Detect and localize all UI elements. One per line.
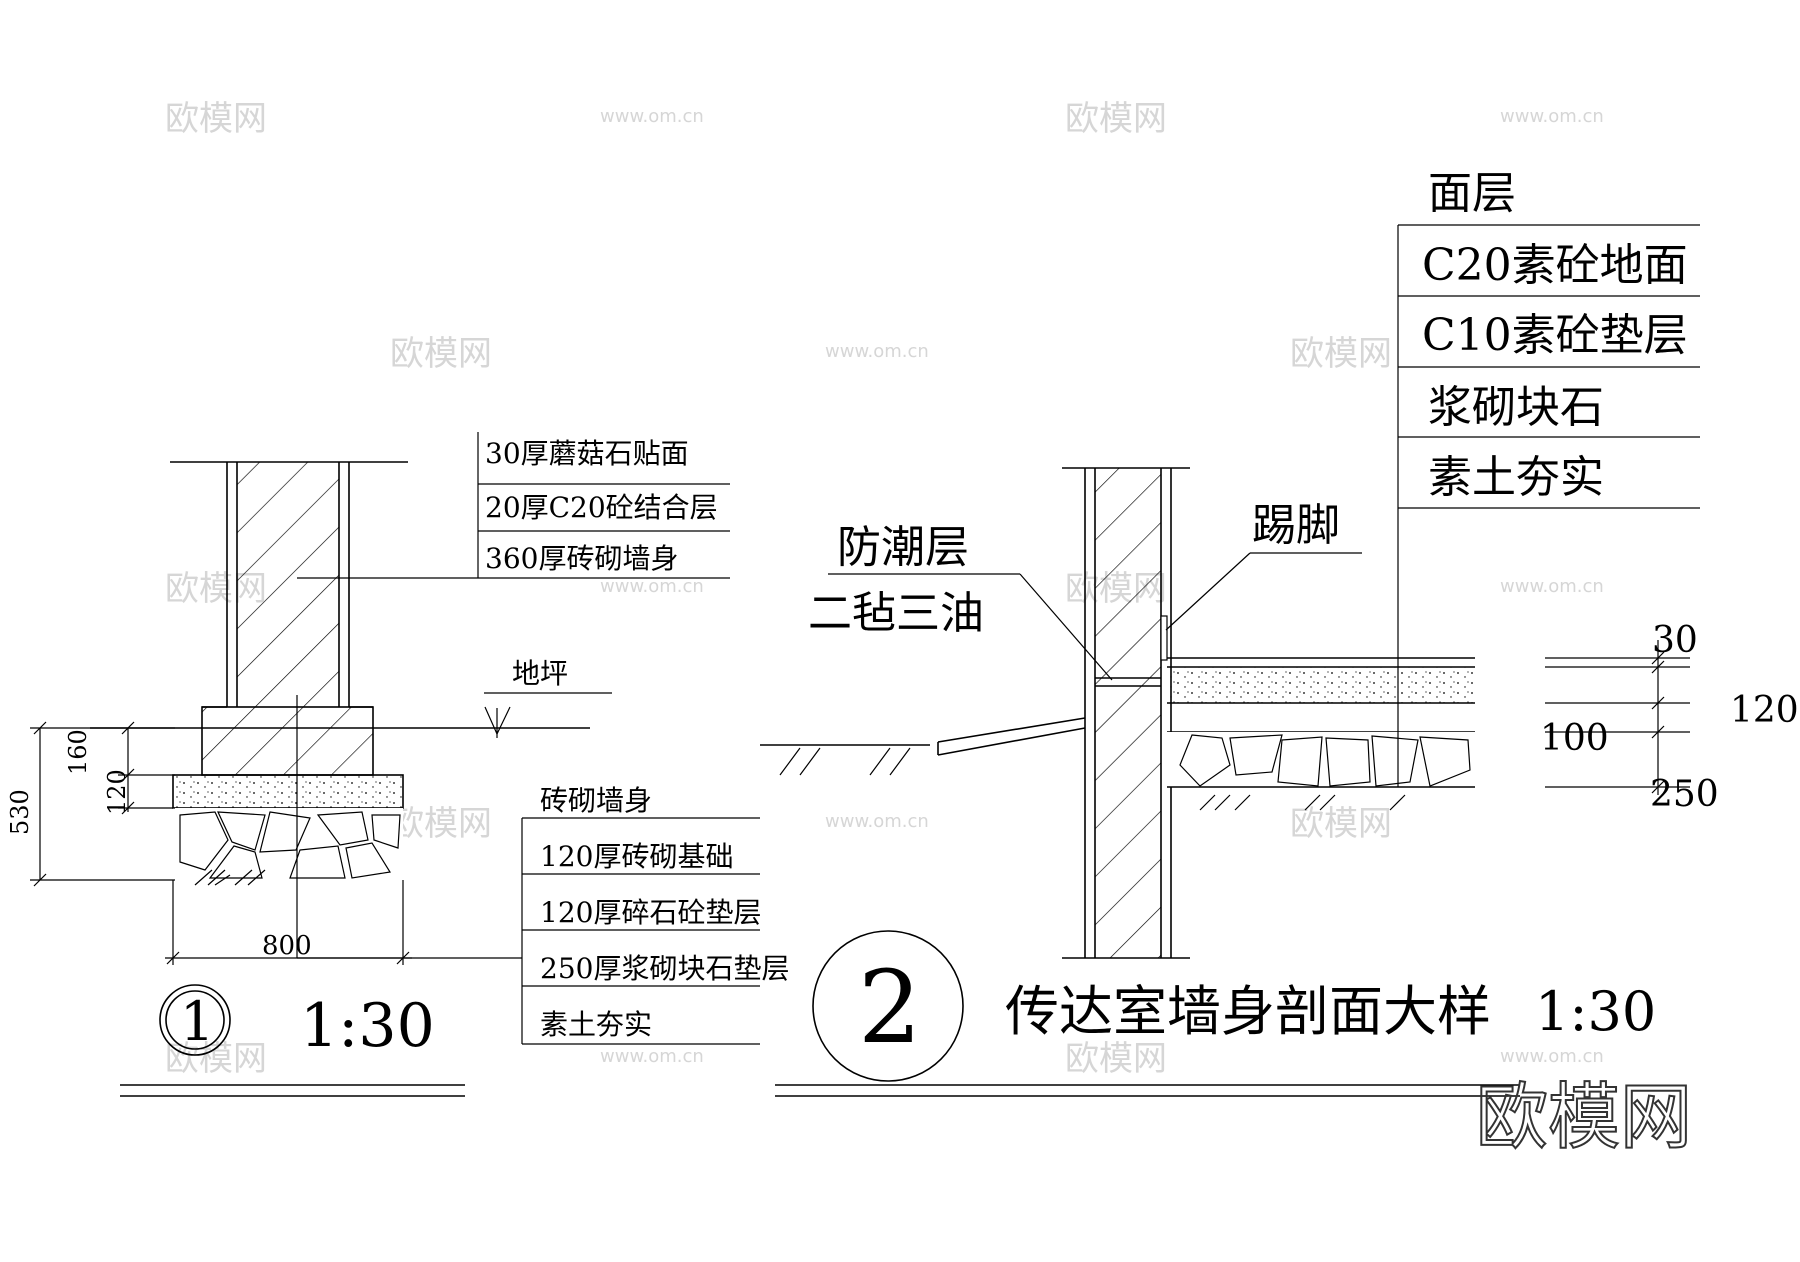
watermark-logo: 欧模网 bbox=[390, 334, 492, 374]
watermark-url: www.om.cn bbox=[600, 1046, 704, 1067]
detail-2-title: 传达室墙身剖面大样 bbox=[1005, 980, 1491, 1043]
dim-30: 30 bbox=[1652, 620, 1698, 661]
watermark-logo: 欧模网 bbox=[1290, 804, 1392, 844]
watermark-url: www.om.cn bbox=[1500, 1046, 1604, 1067]
detail-number-2: 2 bbox=[858, 949, 922, 1066]
detail-2-wall-section bbox=[760, 224, 1700, 1097]
watermark-logo-large: 欧模网 bbox=[1476, 1075, 1692, 1159]
label-rammed-earth: 素土夯实 bbox=[540, 1008, 652, 1041]
label-foundation-wall: 砖砌墙身 bbox=[540, 784, 652, 817]
watermark-url: www.om.cn bbox=[825, 811, 929, 832]
watermark-url: www.om.cn bbox=[1500, 576, 1604, 597]
label-bonding-layer: 20厚C20砼结合层 bbox=[485, 491, 718, 524]
watermark-url: www.om.cn bbox=[600, 106, 704, 127]
dim-120-right: 120 bbox=[1730, 690, 1799, 731]
watermark-url: www.om.cn bbox=[1500, 106, 1604, 127]
watermark-url: www.om.cn bbox=[600, 576, 704, 597]
label-brick-wall: 360厚砖砌墙身 bbox=[485, 542, 678, 575]
detail-1-wall-section bbox=[30, 432, 760, 1097]
label-ground: 地坪 bbox=[512, 657, 568, 690]
watermark-logo: 欧模网 bbox=[165, 99, 267, 139]
watermark-logo: 欧模网 bbox=[1065, 99, 1167, 139]
label-c20-floor: C20素砼地面 bbox=[1422, 240, 1688, 291]
dim-250: 250 bbox=[1650, 774, 1719, 815]
label-damp-course-spec: 二毡三油 bbox=[808, 588, 984, 639]
detail-2-labels: 防潮层 二毡三油 踢脚 面层 C20素砼地面 C10素砼垫层 浆砌块石 素土夯实… bbox=[808, 168, 1799, 1066]
dim-100: 100 bbox=[1540, 718, 1609, 759]
watermark-logo: 欧模网 bbox=[1065, 1039, 1167, 1079]
detail-2-scale: 1:30 bbox=[1535, 980, 1656, 1043]
label-damp-course: 防潮层 bbox=[837, 522, 969, 573]
label-mushroom-stone: 30厚蘑菇石贴面 bbox=[485, 437, 689, 470]
label-rammed-earth-2: 素土夯实 bbox=[1428, 452, 1604, 503]
dim-800: 800 bbox=[262, 931, 312, 961]
label-c10-base: C10素砼垫层 bbox=[1422, 310, 1688, 361]
label-rubble-masonry: 浆砌块石 bbox=[1428, 382, 1604, 433]
detail-number-1: 1 bbox=[180, 990, 214, 1053]
label-skirting: 踢脚 bbox=[1252, 500, 1340, 551]
detail-1-labels: 30厚蘑菇石贴面 20厚C20砼结合层 360厚砖砌墙身 地坪 砖砌墙身 120… bbox=[6, 437, 789, 1061]
watermark-logo: 欧模网 bbox=[390, 804, 492, 844]
watermark-url: www.om.cn bbox=[825, 341, 929, 362]
label-surface-layer: 面层 bbox=[1428, 168, 1516, 219]
dim-160: 160 bbox=[64, 729, 92, 775]
dim-530: 530 bbox=[6, 789, 34, 835]
label-gravel-concrete: 120厚碎石砼垫层 bbox=[540, 896, 761, 929]
detail-1-scale: 1:30 bbox=[300, 991, 435, 1061]
watermark-logo: 欧模网 bbox=[1290, 334, 1392, 374]
label-brick-footing: 120厚砖砌基础 bbox=[540, 840, 733, 873]
dim-120: 120 bbox=[103, 769, 131, 815]
label-rubble-stone: 250厚浆砌块石垫层 bbox=[540, 952, 789, 985]
